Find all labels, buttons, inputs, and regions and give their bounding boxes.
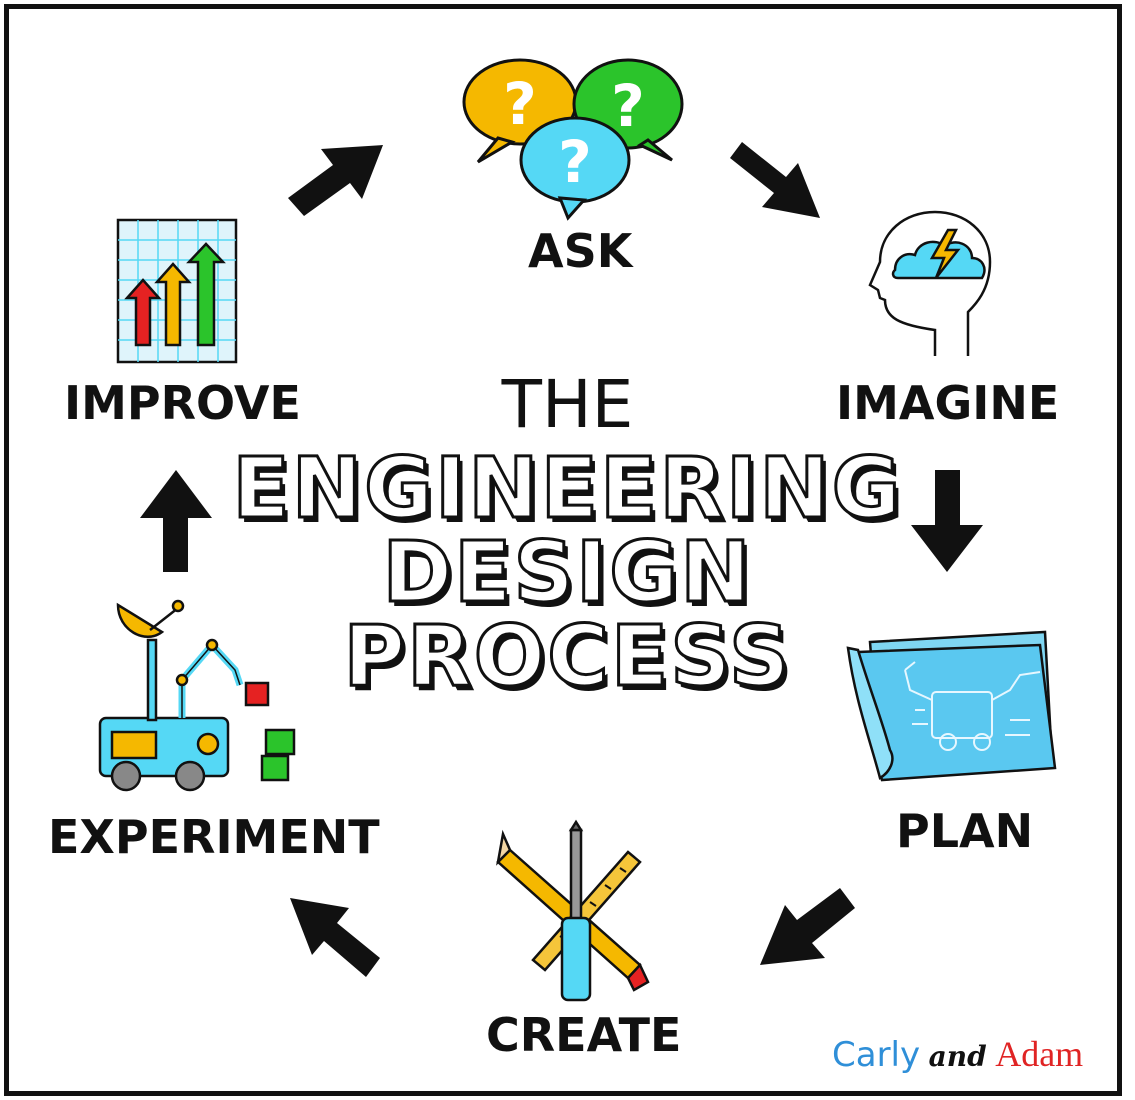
svg-text:?: ? [503,70,537,138]
svg-text:?: ? [611,72,645,140]
arrow-create-to-experiment [290,898,380,977]
arrow-imagine-to-plan [911,470,983,572]
step-label-improve: IMPROVE [64,376,301,430]
arrow-improve-to-ask [288,145,383,216]
step-label-imagine: IMAGINE [836,376,1060,430]
tools-icon [496,819,650,1002]
title-line-1: THE [501,366,634,443]
growth-chart-icon [116,218,238,364]
head-idea-icon [868,210,992,356]
title-line-2: ENGINEERING [231,439,903,537]
brand-credit: Carly and Adam [832,1036,1083,1073]
brand-part-1: Carly [832,1035,921,1075]
robot-rover-icon [98,599,296,792]
brand-part-3: Adam [995,1034,1084,1074]
step-label-ask: ASK [528,224,633,278]
speech-bubbles-question-icon: ? ? ? [462,58,684,221]
blueprint-icon [846,630,1057,782]
brand-part-2: and [928,1040,987,1073]
arrow-plan-to-create [760,888,855,965]
step-label-experiment: EXPERIMENT [48,810,380,864]
arrow-experiment-to-improve [140,470,212,572]
step-label-plan: PLAN [896,804,1034,858]
svg-text:?: ? [558,128,592,196]
step-label-create: CREATE [486,1008,682,1062]
arrow-ask-to-imagine [730,142,820,218]
title-line-3: DESIGN [381,523,753,621]
title-line-4: PROCESS [342,607,792,705]
